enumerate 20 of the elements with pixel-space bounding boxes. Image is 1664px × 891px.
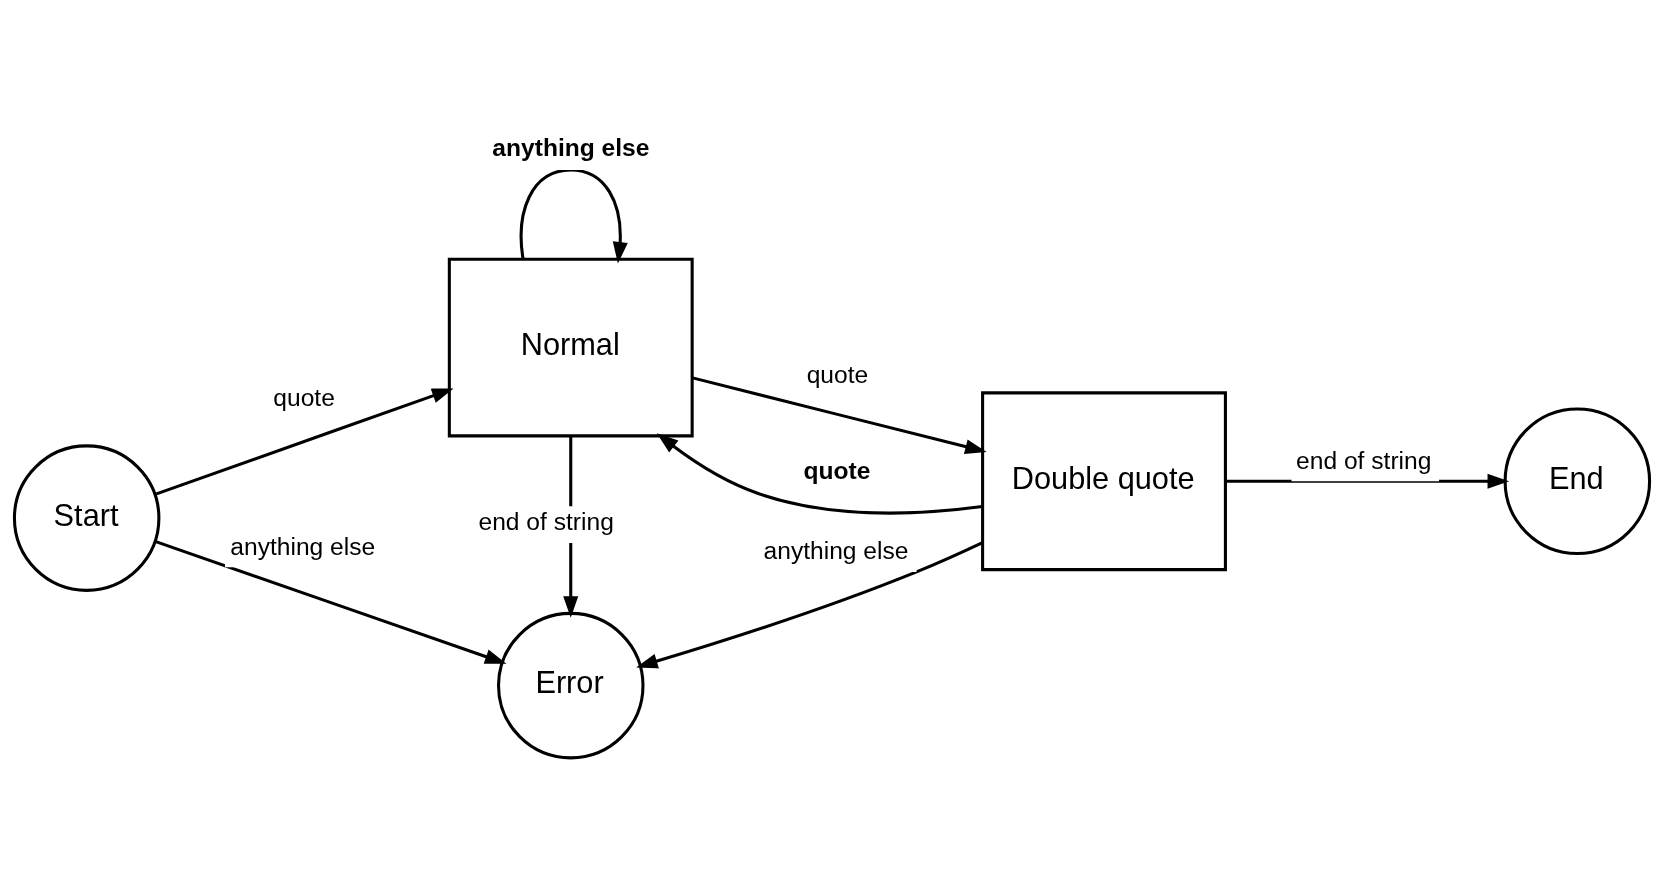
arrow bbox=[154, 388, 454, 496]
edge-label: quote bbox=[803, 457, 871, 485]
arrow bbox=[519, 168, 628, 264]
node-circle: Start bbox=[12, 444, 161, 592]
arrow bbox=[636, 541, 984, 669]
edge-label: anything else bbox=[230, 532, 376, 560]
edge-label: anything else bbox=[492, 133, 650, 161]
arrow bbox=[1225, 473, 1510, 489]
edge-label: end of string bbox=[478, 508, 614, 536]
node-circle: End bbox=[1503, 407, 1652, 555]
arrow bbox=[692, 376, 987, 455]
arrow bbox=[656, 433, 983, 515]
edge-label: quote bbox=[806, 360, 869, 388]
edge-label: end of string bbox=[1296, 446, 1432, 474]
node-circle: Error bbox=[497, 611, 645, 760]
edge-label: anything else bbox=[763, 537, 909, 565]
node-box: Normal bbox=[447, 257, 694, 438]
arrow bbox=[154, 539, 507, 664]
edge-label: quote bbox=[273, 383, 335, 411]
node-box: Double quote bbox=[981, 391, 1227, 572]
